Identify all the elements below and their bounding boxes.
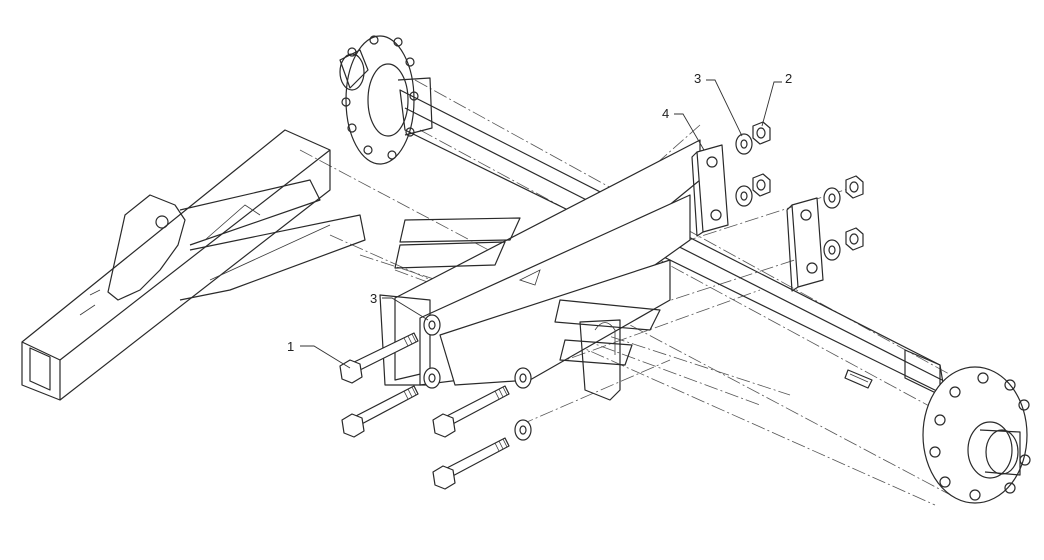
frame-member [21, 129, 366, 401]
bolt [432, 385, 510, 438]
callout-label-washer-upper: 3 [694, 71, 701, 86]
callout-leader-bolt [300, 345, 351, 369]
wheel-hub-left [339, 35, 433, 165]
nut [752, 121, 771, 145]
washer [735, 133, 753, 155]
washer [514, 419, 532, 441]
clamp-plate-rear [786, 197, 824, 292]
callouts: 1 2 3 3 4 [287, 71, 792, 369]
callout-label-bolt: 1 [287, 339, 294, 354]
nut [845, 227, 864, 251]
bolt [339, 332, 419, 384]
bolt [341, 385, 419, 438]
washers [423, 133, 841, 441]
washer [423, 367, 441, 389]
leaf-spring-pack [379, 139, 701, 401]
frame-bracket-hole [155, 215, 169, 229]
nuts [752, 121, 864, 251]
nut [845, 175, 864, 199]
washer [823, 239, 841, 261]
clamp-plate-front [691, 144, 729, 237]
callout-leader-nut [761, 81, 782, 127]
callout-label-washer-lower: 3 [370, 291, 377, 306]
callout-label-nut: 2 [785, 71, 792, 86]
callout-label-plate: 4 [662, 106, 669, 121]
callout-leader-plate [674, 113, 705, 151]
washer [823, 187, 841, 209]
bolts [339, 332, 510, 490]
callout-leader-washer-lower [382, 297, 429, 321]
callout-leader-washer-upper [706, 79, 743, 137]
wheel-hub-right [922, 366, 1031, 504]
washer [423, 314, 441, 336]
nut [752, 173, 771, 197]
washer [735, 185, 753, 207]
bolt [432, 437, 510, 490]
washer [514, 367, 532, 389]
